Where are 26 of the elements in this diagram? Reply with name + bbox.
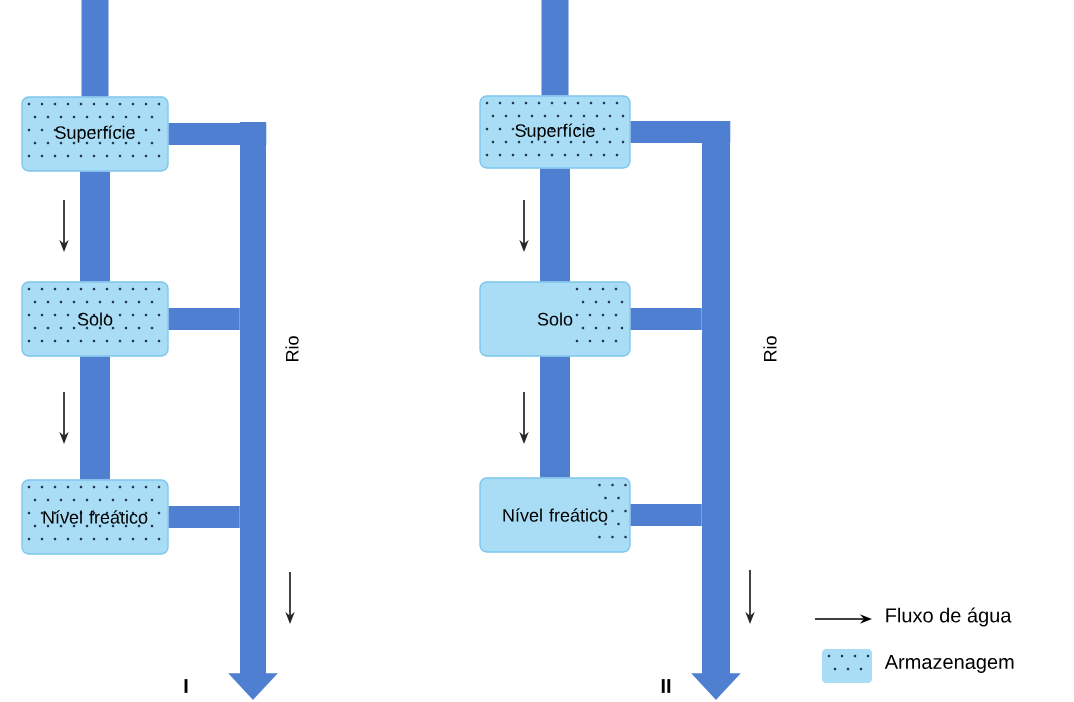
legend-label: Fluxo de água <box>886 607 1012 627</box>
legend-label: Armazenagem <box>884 655 1014 673</box>
pipe <box>80 171 110 282</box>
river-bar: Rio <box>240 122 299 676</box>
panel-label: II <box>661 679 671 693</box>
pipe <box>80 356 110 480</box>
pipe <box>168 123 267 145</box>
storage-box: Solo <box>479 281 631 357</box>
storage-box: Nível freático <box>21 479 169 555</box>
pipe <box>168 308 240 330</box>
node-label: Rio <box>763 336 777 362</box>
pipe <box>541 0 569 96</box>
storage-box: Superfície <box>21 96 169 172</box>
pipe <box>81 0 109 97</box>
storage-box: Solo <box>21 281 169 357</box>
pipe <box>630 504 702 526</box>
pipe <box>168 506 240 528</box>
pipe <box>630 121 731 143</box>
river-bar: Rio <box>702 122 777 676</box>
storage-box: Nível freático <box>479 477 631 553</box>
pipe <box>630 308 702 330</box>
panel-label: I <box>184 679 188 693</box>
node-label: Rio <box>285 336 299 362</box>
pipe <box>540 168 570 282</box>
storage-box: Superfície <box>479 95 631 169</box>
pipe <box>540 356 570 478</box>
